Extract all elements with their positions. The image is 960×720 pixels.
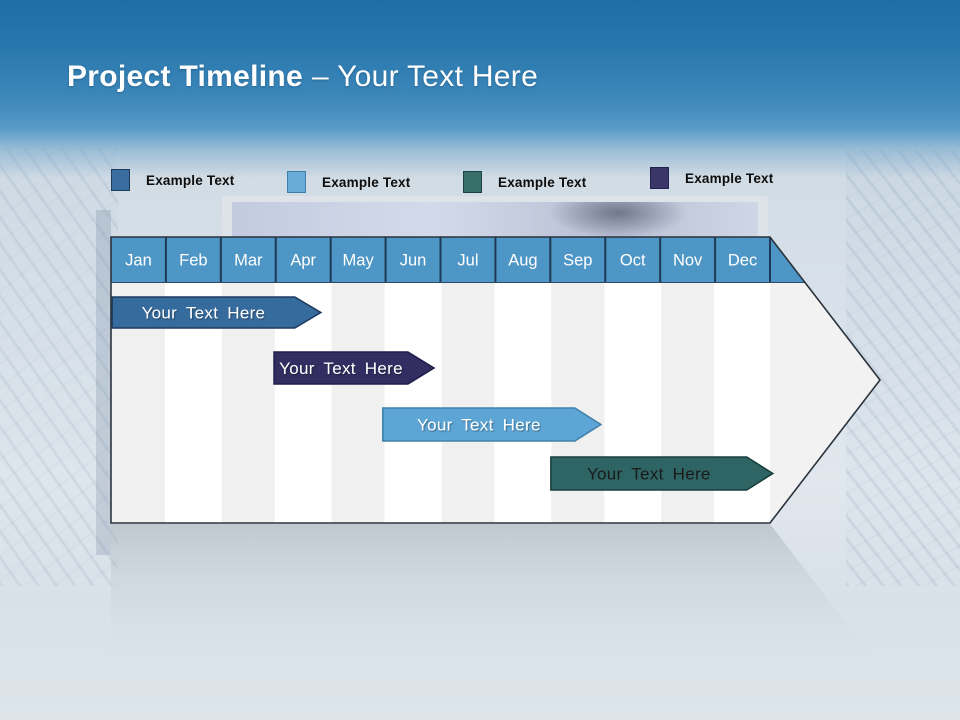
month-label: Feb (179, 252, 207, 270)
legend-swatch-4 (650, 167, 669, 189)
month-label: Dec (728, 252, 757, 270)
column-stripe (441, 237, 495, 523)
month-header: Jan Feb Mar Apr May Jun Jul Aug Sep Oct Nov Dec (111, 237, 880, 283)
timeline-bar-1 (111, 296, 323, 329)
background-building-left (0, 148, 118, 586)
timeline-bar-label-1: Your Text Here (142, 304, 266, 323)
legend-item-3: Example Text (463, 171, 586, 193)
legend-label-4: Example Text (685, 170, 774, 186)
timeline-bar-3 (382, 407, 603, 442)
month-label: Apr (290, 252, 316, 270)
month-label: Nov (673, 252, 703, 270)
arrow-outline (110, 236, 882, 524)
legend-label-1: Example Text (146, 172, 235, 188)
legend-item-1: Example Text (111, 169, 234, 191)
page-title: Project Timeline – Your Text Here (67, 60, 538, 94)
month-label: Jan (125, 252, 152, 270)
month-label: Aug (508, 252, 537, 270)
legend-swatch-1 (111, 169, 130, 191)
legend-swatch-2 (287, 171, 306, 193)
column-stripes (111, 237, 770, 523)
month-label: Jul (457, 252, 478, 270)
timeline-bar-label-3: Your Text Here (417, 416, 541, 435)
month-label: Mar (234, 252, 263, 270)
legend-swatch-3 (463, 171, 482, 193)
timeline-bar-4 (550, 456, 775, 491)
legend-label-2: Example Text (322, 174, 411, 190)
month-label: Sep (563, 252, 592, 270)
background-monitor (222, 196, 768, 242)
column-stripe (112, 237, 165, 523)
month-label: Jun (400, 252, 427, 270)
legend-item-2: Example Text (287, 171, 410, 193)
title-main: Project Timeline (67, 60, 303, 93)
timeline-bar-label-4: Your Text Here (587, 465, 711, 484)
column-stripe (221, 237, 275, 523)
background-monitor-screen (232, 202, 758, 238)
month-label: Oct (620, 252, 646, 270)
header-band (0, 0, 960, 178)
legend-item-4: Example Text (650, 167, 773, 189)
background-screen-edge (96, 210, 111, 555)
month-label: May (343, 252, 375, 270)
title-suffix: – Your Text Here (312, 60, 539, 93)
timeline-bar-label-2: Your Text Here (279, 359, 403, 378)
chart-reflection (111, 524, 879, 720)
timeline-bar-2 (273, 351, 436, 385)
legend-label-3: Example Text (498, 174, 587, 190)
